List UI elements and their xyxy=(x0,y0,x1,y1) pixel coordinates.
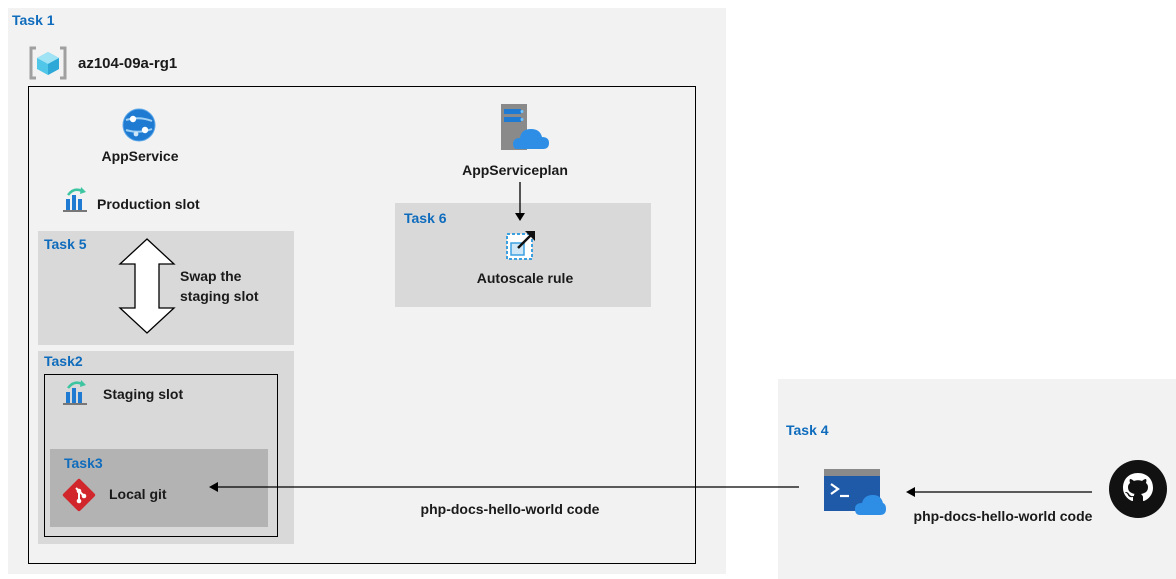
cloud-shell-icon xyxy=(822,467,886,517)
app-service-label: AppService xyxy=(101,148,179,164)
task5-label: Task 5 xyxy=(44,236,87,252)
task1-label: Task 1 xyxy=(12,12,55,28)
resource-group-name: az104-09a-rg1 xyxy=(78,55,178,72)
shell-to-git-arrow xyxy=(209,482,799,492)
app-service-plan-label: AppServiceplan xyxy=(462,162,568,178)
double-arrow-icon xyxy=(118,238,176,334)
app-service-plan-icon xyxy=(499,103,551,153)
task6-label: Task 6 xyxy=(404,210,447,226)
local-git-label: Local git xyxy=(109,486,167,502)
resource-group-box xyxy=(28,86,696,564)
task2-label: Task2 xyxy=(44,353,83,369)
task4-label: Task 4 xyxy=(786,422,829,438)
staging-slot-icon xyxy=(60,378,90,408)
staging-slot-label: Staging slot xyxy=(103,386,184,402)
production-slot-label: Production slot xyxy=(97,196,200,212)
task5-panel xyxy=(38,231,294,345)
swap-label: Swap the staging slot xyxy=(180,268,259,304)
autoscale-icon xyxy=(504,228,538,262)
autoscale-label: Autoscale rule xyxy=(476,270,574,286)
production-slot-icon xyxy=(60,185,90,215)
task3-label: Task3 xyxy=(64,455,103,471)
app-service-icon xyxy=(122,108,156,142)
github-to-shell-arrow xyxy=(906,487,1092,497)
git-icon xyxy=(62,478,96,512)
plan-to-autoscale-arrow xyxy=(515,182,525,221)
shell-to-git-code-label: php-docs-hello-world code xyxy=(420,501,600,517)
resource-group-icon xyxy=(28,45,68,81)
github-icon xyxy=(1108,459,1168,519)
github-to-shell-code-label: php-docs-hello-world code xyxy=(913,508,1093,524)
staging-slot-box xyxy=(44,374,278,537)
